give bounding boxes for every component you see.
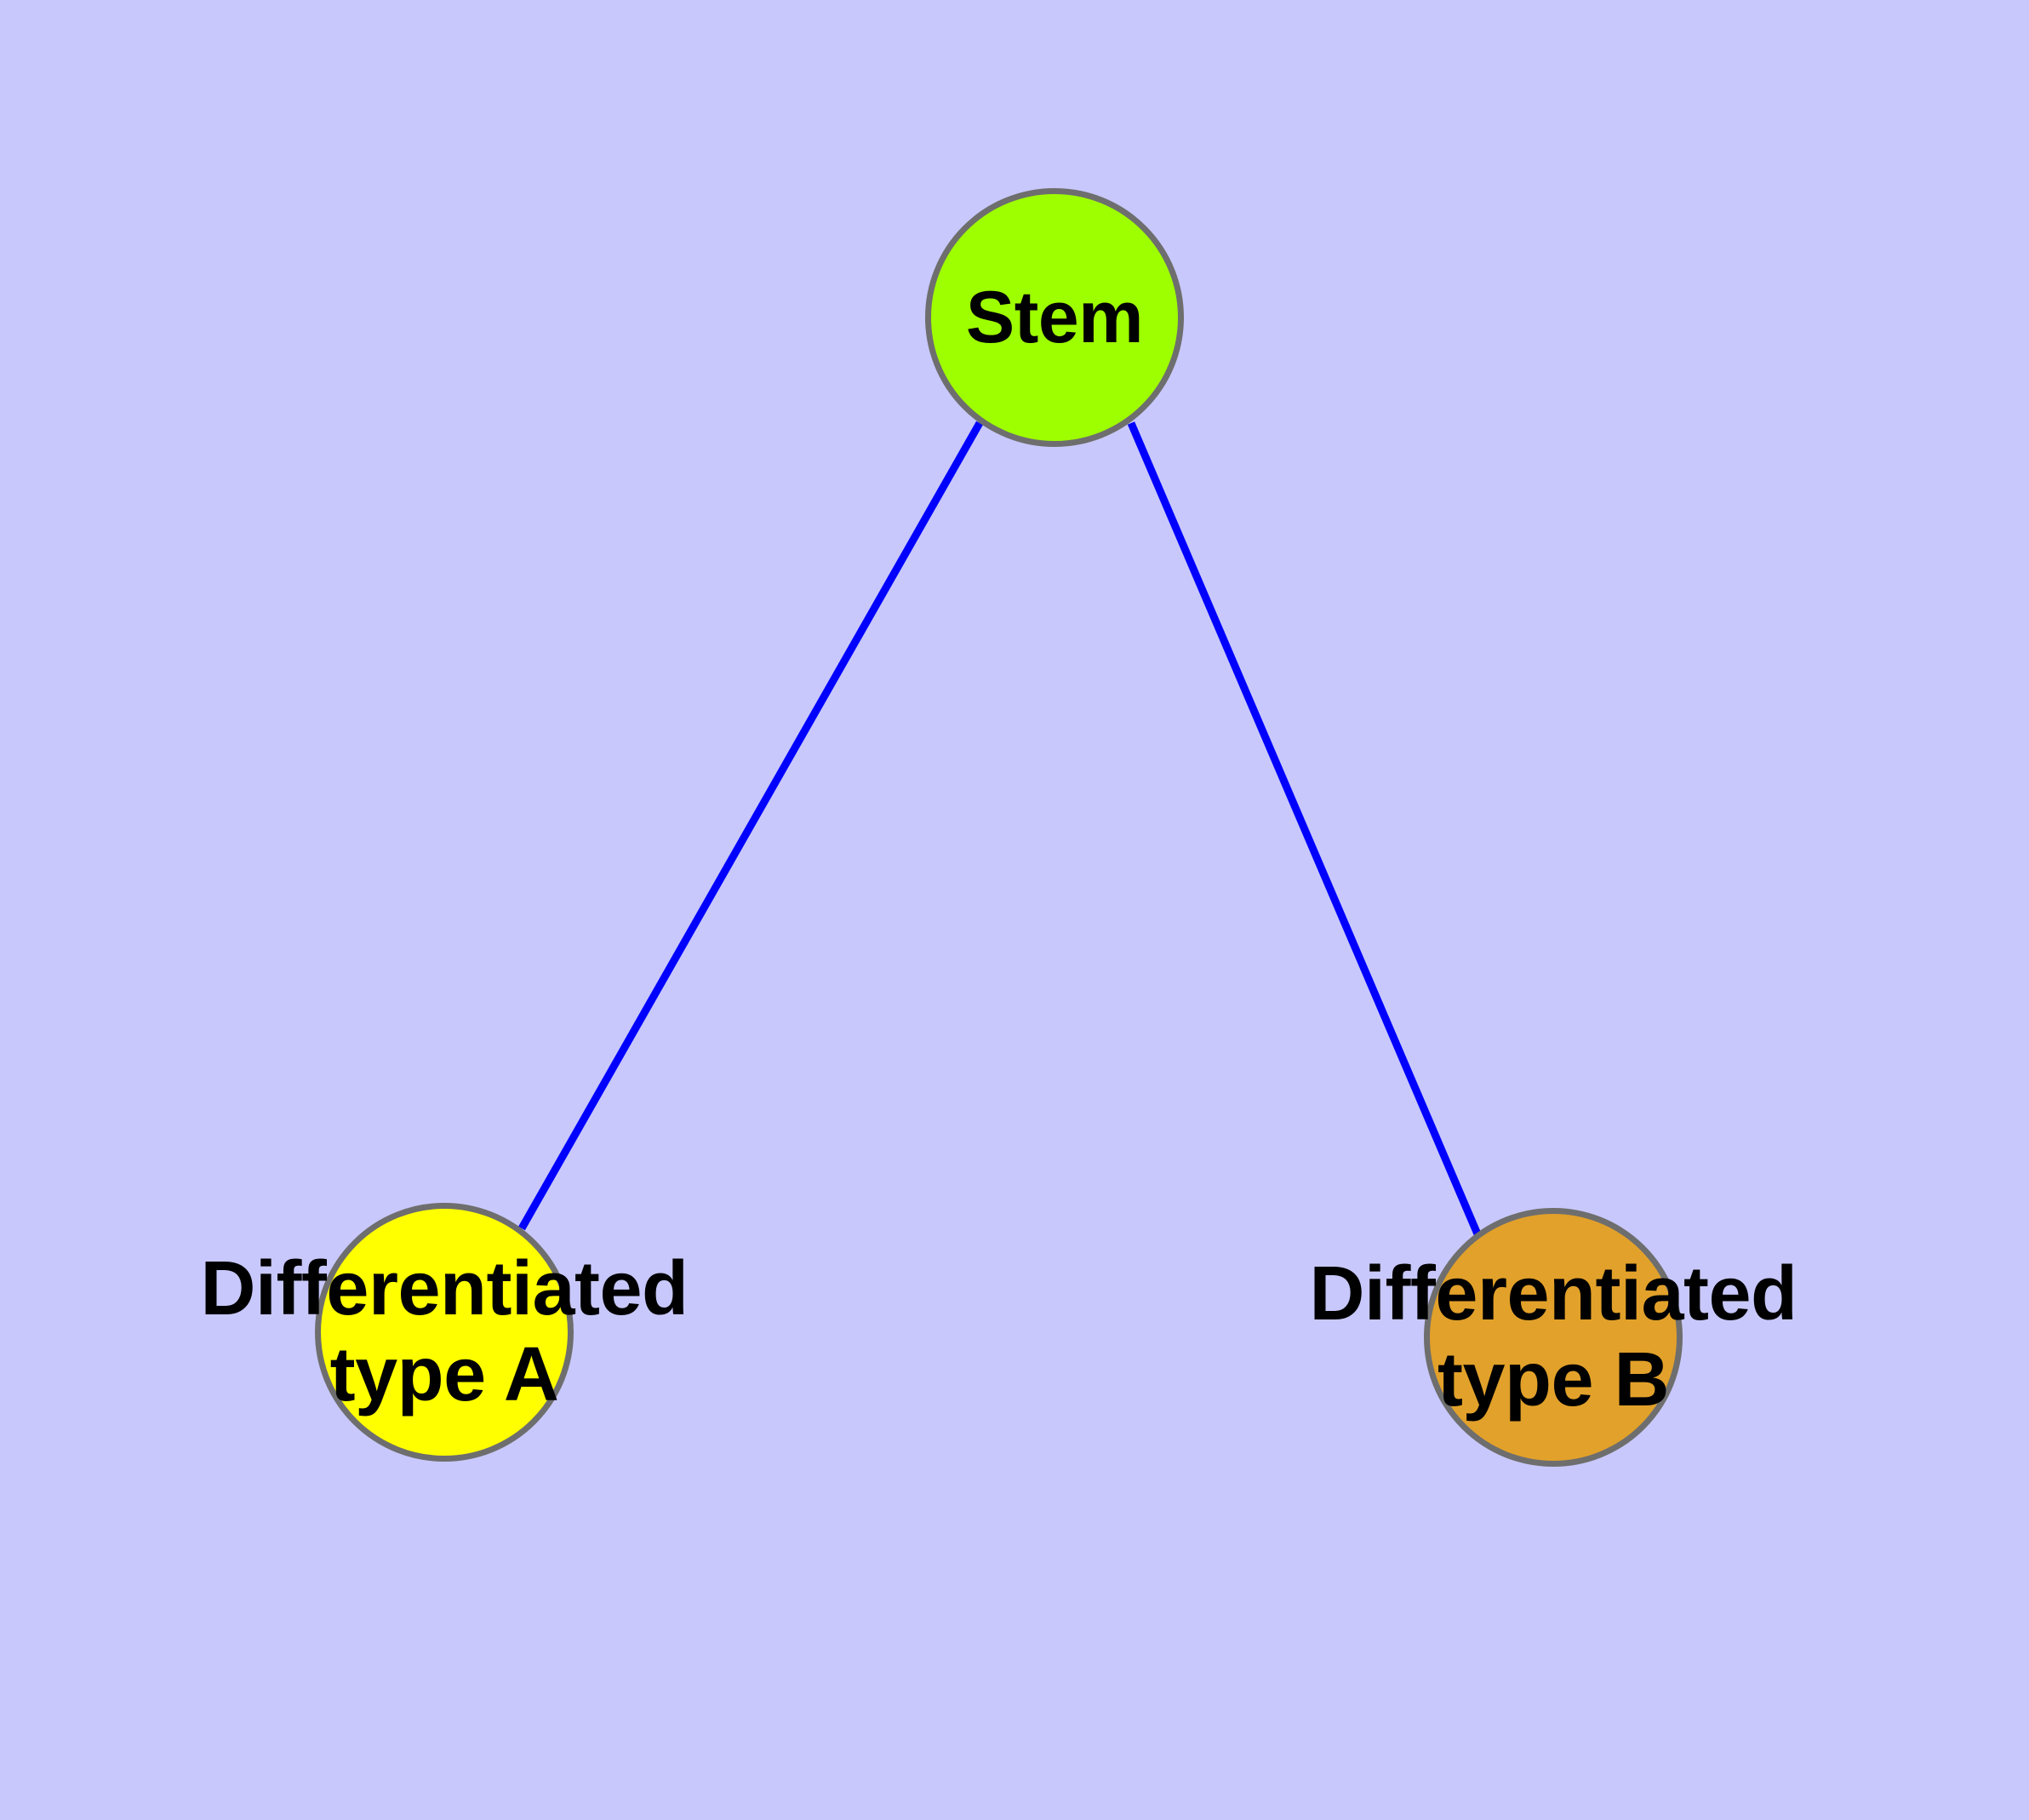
node-differentiated-type-b[interactable] [1424, 1208, 1683, 1467]
edge-stem-to-differentiated-type-b [1127, 421, 1483, 1238]
node-stem[interactable] [925, 188, 1184, 447]
node-differentiated-type-a[interactable] [315, 1203, 574, 1462]
edge-stem-to-differentiated-type-a [518, 421, 983, 1231]
